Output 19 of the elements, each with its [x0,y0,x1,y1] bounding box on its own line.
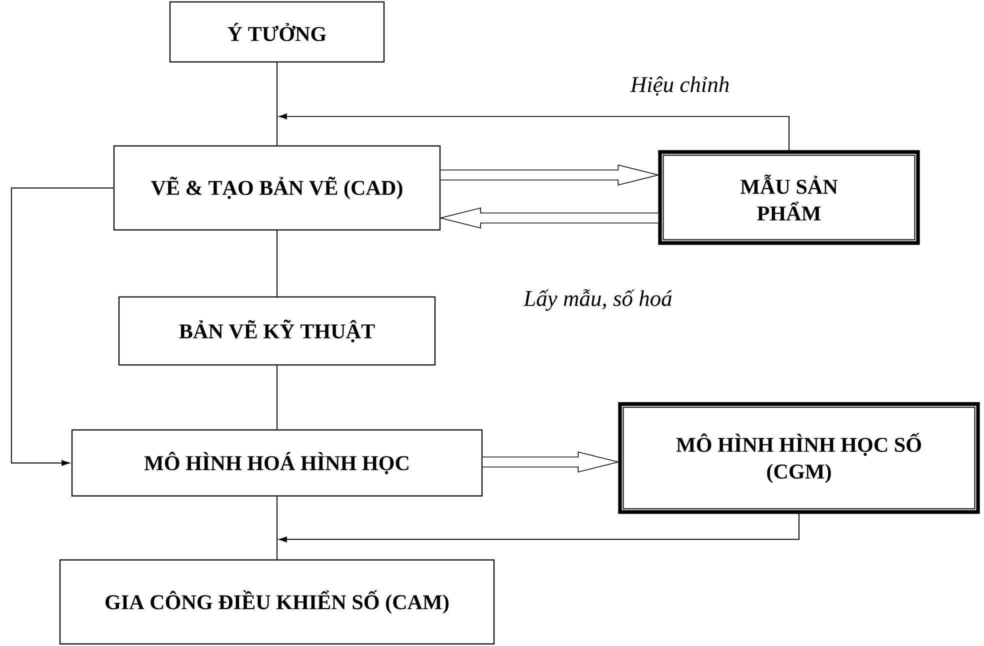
process-box: GIA CÔNG ĐIỀU KHIỂN SỐ (CAM) [59,559,495,645]
process-box: BẢN VẼ KỸ THUẬT [118,296,436,366]
process-box: MÔ HÌNH HÌNH HỌC SỐ (CGM) [618,402,980,514]
process-box: Ý TƯỞNG [169,1,385,63]
arrow [278,513,800,542]
connector-line [276,365,278,430]
connector-line [276,62,278,146]
hollow-arrow [482,451,620,473]
annotation-text: Lấy mẫu, số hoá [523,289,672,311]
process-box: MẪU SẢN PHẨM [658,150,920,245]
edge-label: Hiệu chỉnh [628,74,732,98]
connector-line [276,230,278,297]
arrow [278,114,790,151]
hollow-arrow [438,207,659,229]
arrow [10,188,114,466]
connector-line [276,496,278,560]
process-box: MÔ HÌNH HOÁ HÌNH HỌC [71,429,483,497]
process-box: VẼ & TẠO BẢN VẼ (CAD) [113,145,441,231]
hollow-arrow [440,164,660,186]
